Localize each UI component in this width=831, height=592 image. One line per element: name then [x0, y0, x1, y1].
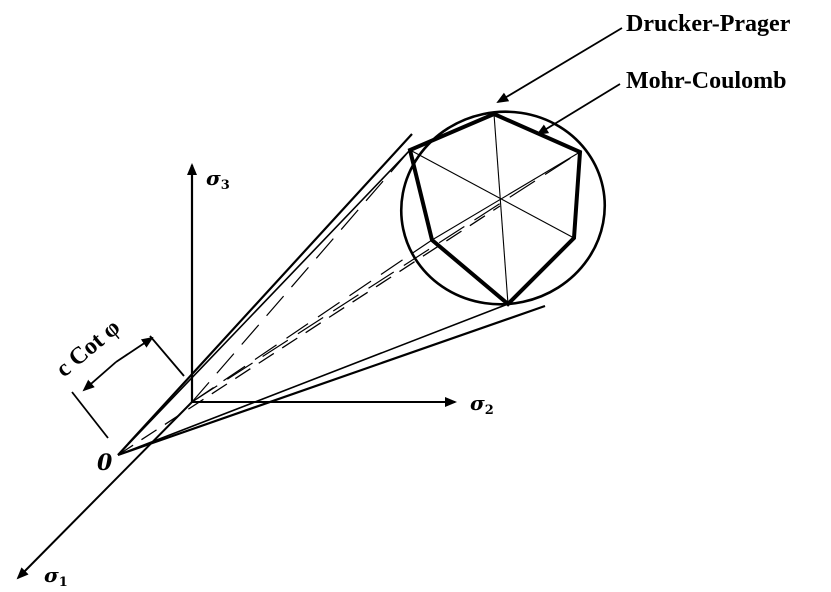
cone-edge-upper [117, 133, 413, 456]
cone-edge-vertex-top [117, 149, 411, 456]
c-cot-phi-label: c Cot φ [51, 314, 125, 382]
mohr-coulomb-leader [536, 83, 621, 136]
origin-label: 0 [97, 450, 113, 476]
sigma3-label: σ3 [206, 166, 230, 193]
dimension-arrow-right [115, 336, 154, 363]
cone-edge-vertex-bottom [117, 303, 509, 456]
cone-hidden-line-3 [191, 149, 411, 403]
hydrostatic-axis [117, 205, 501, 456]
sigma2-label: σ2 [470, 391, 494, 418]
dimension-ext-left [71, 391, 109, 439]
mohr-coulomb-label: Mohr-Coulomb [626, 68, 786, 94]
hexagon-spokes [409, 113, 581, 305]
dimension-ext-right [149, 335, 185, 377]
cone-edge-lower [117, 304, 546, 457]
sigma1-label: σ1 [44, 563, 68, 590]
cone-hidden-line-1 [191, 151, 581, 403]
drucker-prager-label: Drucker-Prager [626, 11, 791, 37]
drucker-prager-leader [496, 27, 623, 104]
cone-hidden-line-2 [191, 239, 433, 403]
dimension-arrow-left [82, 361, 117, 392]
sigma1-axis [16, 401, 193, 580]
drucker-prager-circle [399, 110, 607, 306]
